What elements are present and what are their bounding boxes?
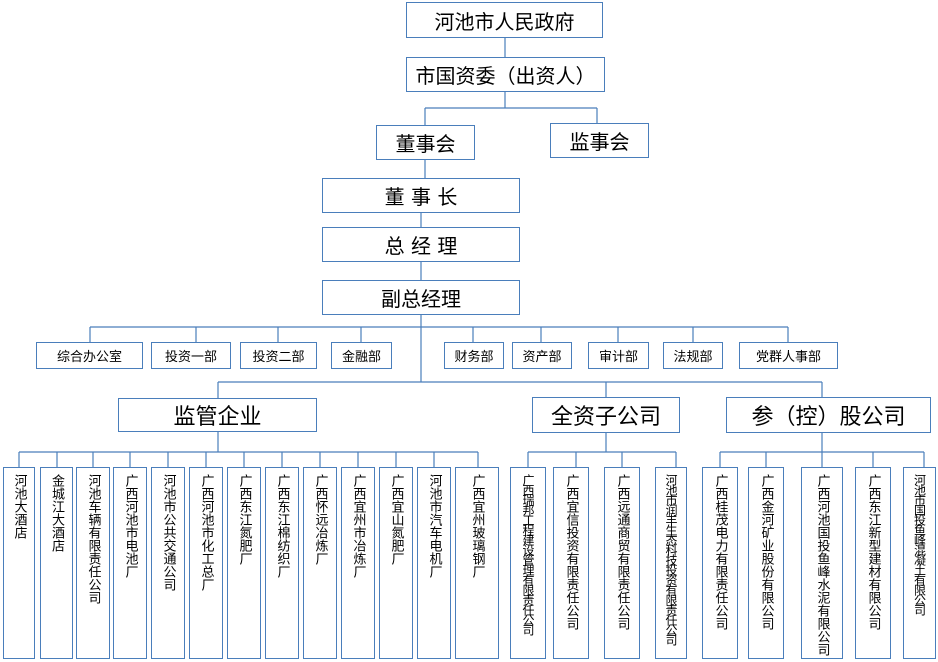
enterprise-label: 广西河池市电池厂 (122, 474, 138, 578)
dept-node: 综合办公室 (36, 342, 143, 369)
group-holding: 参（控）股公司 (726, 397, 931, 433)
dept-node: 投资一部 (151, 342, 231, 369)
group-wholly-owned: 全资子公司 (532, 397, 680, 433)
dept-node: 金融部 (331, 342, 392, 369)
enterprise-node: 广西宜州玻璃钢厂 (455, 467, 499, 659)
dept-node: 党群人事部 (739, 342, 838, 369)
board-node: 董事会 (376, 125, 475, 160)
enterprise-label: 广西东江氮肥厂 (236, 474, 252, 565)
chairman-node: 董 事 长 (322, 178, 520, 213)
holding-node: 广西金河矿业股份有限公司 (748, 467, 784, 659)
enterprise-node: 广西河池市化工总厂 (189, 467, 223, 659)
general-manager-node: 总 经 理 (322, 227, 520, 262)
enterprise-label: 广西宜州市冶炼厂 (350, 474, 366, 578)
holding-label: 河池市国投鱼峰混凝土有限公司 (912, 474, 927, 614)
enterprise-label: 河池大酒店 (11, 474, 27, 539)
enterprise-node: 广西宜州市冶炼厂 (341, 467, 375, 659)
holding-label: 广西桂茂电力有限责任公司 (712, 474, 728, 630)
holding-node: 河池市国投鱼峰混凝土有限公司 (903, 467, 936, 659)
enterprise-node: 河池市公共交通公司 (151, 467, 185, 659)
holding-label: 广西金河矿业股份有限公司 (758, 474, 774, 630)
enterprise-node: 河池大酒店 (3, 467, 35, 659)
holding-label: 广西河池国投鱼峰水泥有限公司 (814, 474, 830, 656)
subsidiary-label: 广西宜信投资有限责任公司 (563, 474, 579, 630)
enterprise-node: 河池市汽车电机厂 (417, 467, 451, 659)
enterprise-label: 河池市汽车电机厂 (426, 474, 442, 578)
dept-node: 法规部 (663, 342, 723, 369)
enterprise-label: 广西东江棉纺织厂 (274, 474, 290, 578)
enterprise-label: 广西河池市化工总厂 (198, 474, 214, 591)
enterprise-node: 河池车辆有限责任公司 (76, 467, 110, 659)
enterprise-node: 广西宜山氮肥厂 (379, 467, 413, 659)
holding-node: 广西东江新型建材有限公司 (855, 467, 891, 659)
subsidiary-node: 广西瑞邦工程建设管理有限责任公司 (510, 467, 546, 659)
enterprise-node: 广西怀远冶炼厂 (303, 467, 337, 659)
government-node: 河池市人民政府 (406, 2, 603, 38)
enterprise-label: 河池市公共交通公司 (160, 474, 176, 591)
holding-node: 广西河池国投鱼峰水泥有限公司 (801, 467, 843, 659)
dept-node: 财务部 (444, 342, 504, 369)
holding-node: 广西桂茂电力有限责任公司 (702, 467, 738, 659)
enterprise-label: 河池车辆有限责任公司 (85, 474, 101, 604)
deputy-gm-node: 副总经理 (322, 280, 520, 315)
subsidiary-label: 河池市润丰生态科技投资有限责任公司 (664, 474, 678, 644)
group-supervised: 监管企业 (118, 398, 317, 432)
enterprise-label: 广西宜山氮肥厂 (388, 474, 404, 565)
enterprise-label: 金城江大酒店 (49, 474, 64, 552)
dept-node: 资产部 (512, 342, 572, 369)
dept-node: 投资二部 (240, 342, 317, 369)
enterprise-node: 广西河池市电池厂 (113, 467, 147, 659)
dept-node: 审计部 (588, 342, 649, 369)
enterprise-node: 广西东江氮肥厂 (227, 467, 261, 659)
enterprise-label: 广西宜州玻璃钢厂 (469, 474, 485, 578)
enterprise-node: 广西东江棉纺织厂 (265, 467, 299, 659)
subsidiary-label: 广西远通商贸有限责任公司 (614, 474, 630, 630)
subsidiary-node: 河池市润丰生态科技投资有限责任公司 (655, 467, 687, 659)
holding-label: 广西东江新型建材有限公司 (865, 474, 881, 630)
sasac-node: 市国资委（出资人） (406, 57, 605, 92)
subsidiary-node: 广西宜信投资有限责任公司 (553, 467, 589, 659)
enterprise-label: 广西怀远冶炼厂 (312, 474, 328, 565)
supervisory-board-node: 监事会 (550, 123, 649, 158)
subsidiary-label: 广西瑞邦工程建设管理有限责任公司 (521, 474, 535, 634)
subsidiary-node: 广西远通商贸有限责任公司 (604, 467, 640, 659)
enterprise-node: 金城江大酒店 (40, 467, 73, 659)
